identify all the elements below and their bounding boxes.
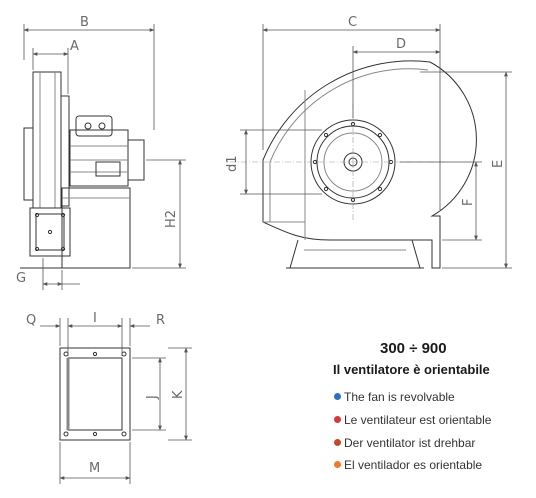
note-text: Der ventilator ist drehbar <box>344 436 476 450</box>
bullet-dot-icon <box>334 393 341 400</box>
dim-label-b: B <box>80 15 89 30</box>
dim-label-c: C <box>348 15 357 30</box>
dim-label-i: I <box>93 311 97 326</box>
dim-label-m: M <box>89 461 100 476</box>
dim-label-k: K <box>171 390 186 399</box>
orientable-heading: Il ventilatore è orientabile <box>333 362 490 377</box>
size-range: 300 ÷ 900 <box>380 340 447 357</box>
dim-label-a: A <box>70 39 79 54</box>
dim-label-g: G <box>16 271 26 286</box>
dim-label-r: R <box>156 313 165 328</box>
note-text: Le ventilateur est orientable <box>344 413 492 427</box>
dim-label-h2: H2 <box>164 210 179 228</box>
dim-label-f: F <box>461 199 476 206</box>
note-text: El ventilador es orientable <box>344 458 483 472</box>
front-view <box>262 60 477 269</box>
note-text: The fan is revolvable <box>344 390 455 404</box>
dim-label-d: D <box>396 37 406 52</box>
bullet-dot-icon <box>334 416 341 423</box>
note-english: The fan is revolvable <box>334 390 455 404</box>
bullet-dot-icon <box>334 461 341 468</box>
note-german: Der ventilator ist drehbar <box>334 436 475 450</box>
note-spanish: El ventilador es orientable <box>334 458 482 472</box>
dim-label-j: J <box>145 395 160 400</box>
flange-view <box>59 347 131 441</box>
dim-label-q: Q <box>26 313 36 328</box>
bullet-dot-icon <box>334 439 341 446</box>
side-view <box>20 71 145 269</box>
dim-label-d1: d1 <box>225 155 240 172</box>
dim-label-e: E <box>491 160 506 168</box>
note-french: Le ventilateur est orientable <box>334 413 491 427</box>
